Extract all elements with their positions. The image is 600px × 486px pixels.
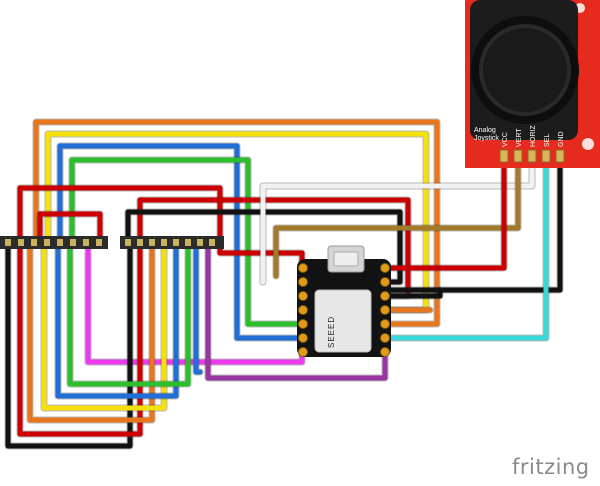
joystick-pin-label: VERT [516,128,523,147]
wire-red-4 [17,185,305,271]
left-header-pin [96,239,102,246]
right-header-pin [137,239,143,246]
left-header-pin [31,239,37,246]
mcu-right-pad [380,305,390,315]
wire-blue-19 [55,239,179,399]
mcu-left-pad [298,347,308,357]
left-header-pin [83,239,89,246]
right-pin-header [120,236,224,249]
wires [4,118,564,450]
wire-white-8 [260,157,535,285]
wire-red-5 [37,211,103,245]
mcu-right-pad [380,347,390,357]
mcu-left-pad [298,291,308,301]
wire-brown-9 [273,157,521,279]
joystick-pin-label: SEL [544,134,551,147]
left-header-pin [18,239,24,246]
wire-yellow-18 [41,239,167,411]
wire-blue-2 [57,143,305,341]
left-header-pin [5,239,11,246]
mcu-left-pad [298,263,308,273]
joystick-pin-label: HORIZ [530,125,537,148]
left-header-pin [70,239,76,246]
board-title-line-1: Analog [474,127,496,134]
joystick-breakout-board: Analog Joystick VCC VERT HORIZ SEL GND [465,0,600,168]
wire-cyan-12 [382,157,549,341]
mcu-left-pad [298,333,308,343]
mcu-right-pad [380,263,390,273]
wire-black-7 [125,209,403,285]
right-header-pin [125,239,131,246]
mcu-right-pad [380,333,390,343]
joystick-pin-label: VCC [502,132,509,147]
right-header-pin [209,239,215,246]
joystick-pin-label: GND [558,131,565,147]
right-header-pin [149,239,155,246]
wire-black-11 [382,157,563,293]
wire-orange-17 [27,239,155,423]
joystick-pin-pad [555,149,565,163]
mcu-left-pad [298,277,308,287]
rf-shield [314,289,372,353]
left-pin-header [0,236,108,249]
wire-green-20 [67,239,191,387]
wire-blue-21 [193,239,203,375]
wire-orange-0 [33,119,440,327]
mcu-left-pad [298,305,308,315]
mcu-right-pad [380,291,390,301]
right-header-pin [173,239,179,246]
right-header-pin [197,239,203,246]
mcu-right-pad [380,319,390,329]
mcu-left-pad [298,319,308,329]
board-title-line-2: Joystick [474,135,499,142]
mcu-label: SEEED [327,316,336,348]
joystick-pin-pad [541,149,551,163]
microcontroller-board: SEEED [297,245,391,357]
mcu-right-pad [380,277,390,287]
wire-black-22 [383,287,443,299]
right-header-pin [161,239,167,246]
left-header-pin [57,239,63,246]
joystick-pin-pad [499,149,509,163]
wire-black-15 [5,239,133,449]
joystick-pin-pad [527,149,537,163]
right-header-pin [185,239,191,246]
wire-red-10 [382,157,507,271]
fritzing-logo: fritzing [512,455,590,479]
wire-red-16 [17,239,143,437]
wire-purple-14 [205,239,388,381]
left-header-pin [44,239,50,246]
joystick-pin-pad [513,149,523,163]
